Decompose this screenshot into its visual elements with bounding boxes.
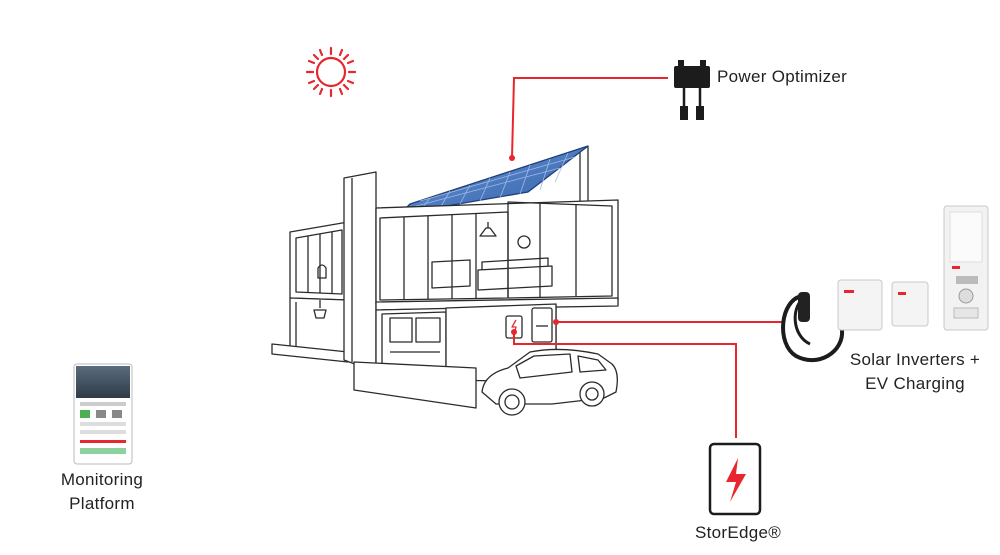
house-illustration (271, 145, 619, 416)
ev-charger-device (781, 292, 845, 363)
lightning-bolt-icon (726, 458, 746, 502)
storedge-battery-device (708, 442, 762, 516)
inverters-label-line2: EV Charging (865, 374, 965, 393)
power-optimizer-label: Power Optimizer (717, 67, 848, 86)
connection-lines (511, 77, 784, 438)
monitoring-label-line1: Monitoring (60, 470, 144, 489)
monitoring-label: Monitoring Platform (42, 468, 162, 516)
power-optimizer-device (674, 60, 710, 120)
monitoring-label-line2: Platform (69, 494, 135, 513)
inverters-label-line1: Solar Inverters + (849, 350, 981, 369)
monitoring-phone-device (73, 363, 133, 465)
storedge-label: StorEdge® (695, 523, 782, 542)
inverters-label: Solar Inverters + EV Charging (840, 348, 990, 396)
solar-inverter-devices (837, 205, 989, 331)
sun-icon (305, 46, 357, 98)
